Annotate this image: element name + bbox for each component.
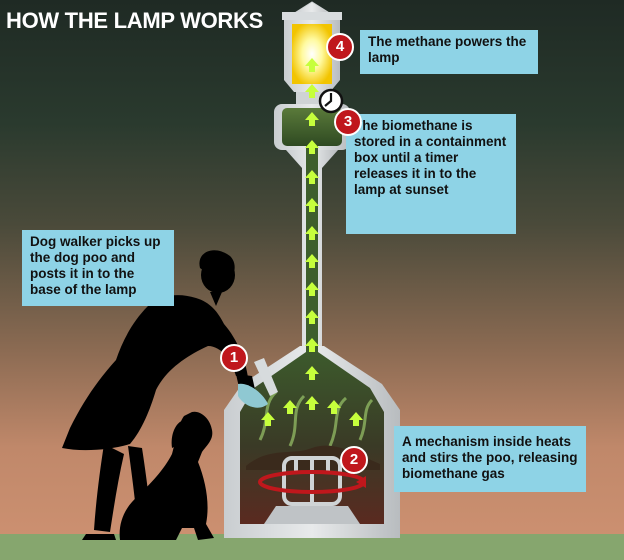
step-4-text: The methane powers the lamp <box>368 34 527 65</box>
base-chamber <box>240 352 384 524</box>
step-1-badge: 1 <box>220 344 248 372</box>
step-3-callout: The biomethane is stored in a containmen… <box>346 114 516 234</box>
heater-plate <box>264 506 360 524</box>
step-3-badge: 3 <box>334 108 362 136</box>
containment-box <box>282 108 342 146</box>
step-1-callout: Dog walker picks up the dog poo and post… <box>22 230 174 306</box>
gas-pipe <box>306 146 318 352</box>
clock-icon <box>318 88 344 114</box>
poo-flap <box>254 358 278 396</box>
stirring-mechanism <box>282 456 342 506</box>
step-2-text: A mechanism inside heats and stirs the p… <box>402 434 578 481</box>
step-2-callout: A mechanism inside heats and stirs the p… <box>394 426 586 492</box>
dog-silhouette <box>119 411 214 540</box>
step-2-badge: 2 <box>340 446 368 474</box>
page-title: HOW THE LAMP WORKS <box>6 8 263 33</box>
poo-bag <box>238 383 268 408</box>
step-1-text: Dog walker picks up the dog poo and post… <box>30 234 161 297</box>
step-4-badge: 4 <box>326 33 354 61</box>
step-3-text: The biomethane is stored in a containmen… <box>354 118 507 197</box>
step-4-callout: The methane powers the lamp <box>360 30 538 74</box>
arrow-up-icon-group <box>261 58 363 426</box>
lamp-glow <box>292 24 332 84</box>
